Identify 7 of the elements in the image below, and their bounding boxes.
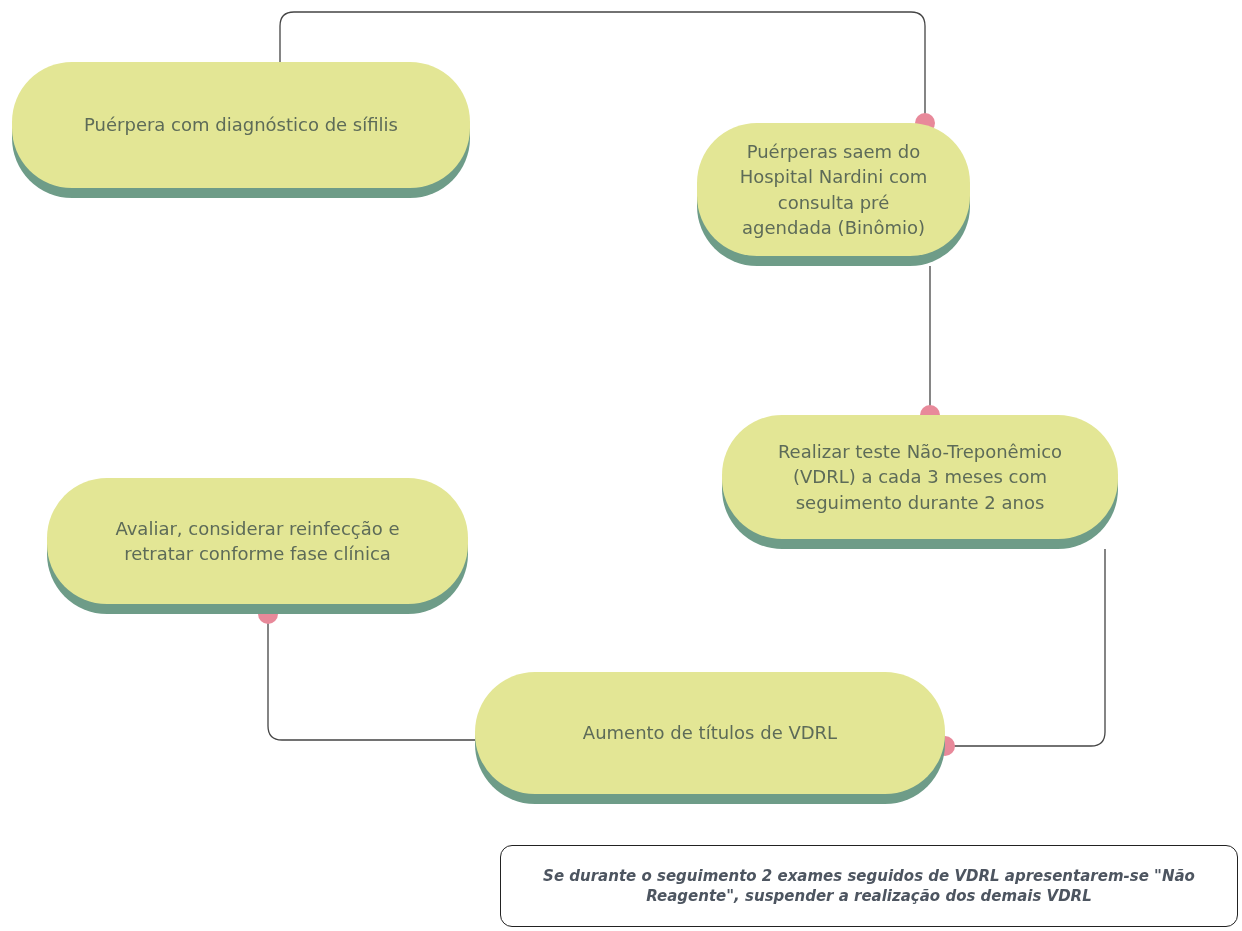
step-text: Puérpera com diagnóstico de sífilis — [84, 113, 398, 138]
step-text: Aumento de títulos de VDRL — [582, 721, 838, 746]
note-box — [500, 845, 1238, 927]
note-text: Se durante o seguimento 2 exames seguidos de VDRL apresentarem-se "Não Reagente", suspender a realização dos demais VDRL — [542, 865, 1196, 907]
step-text: Puérperas saem do Hospital Nardini com consulta pré agendada (Binômio) — [738, 140, 929, 240]
step-text: Realizar teste Não-Treponêmico (VDRL) a cada 3 meses com seguimento durante 2 anos — [776, 440, 1064, 515]
step-text: Avaliar, considerar reinfecção e retratar conforme fase clínica — [114, 516, 401, 566]
